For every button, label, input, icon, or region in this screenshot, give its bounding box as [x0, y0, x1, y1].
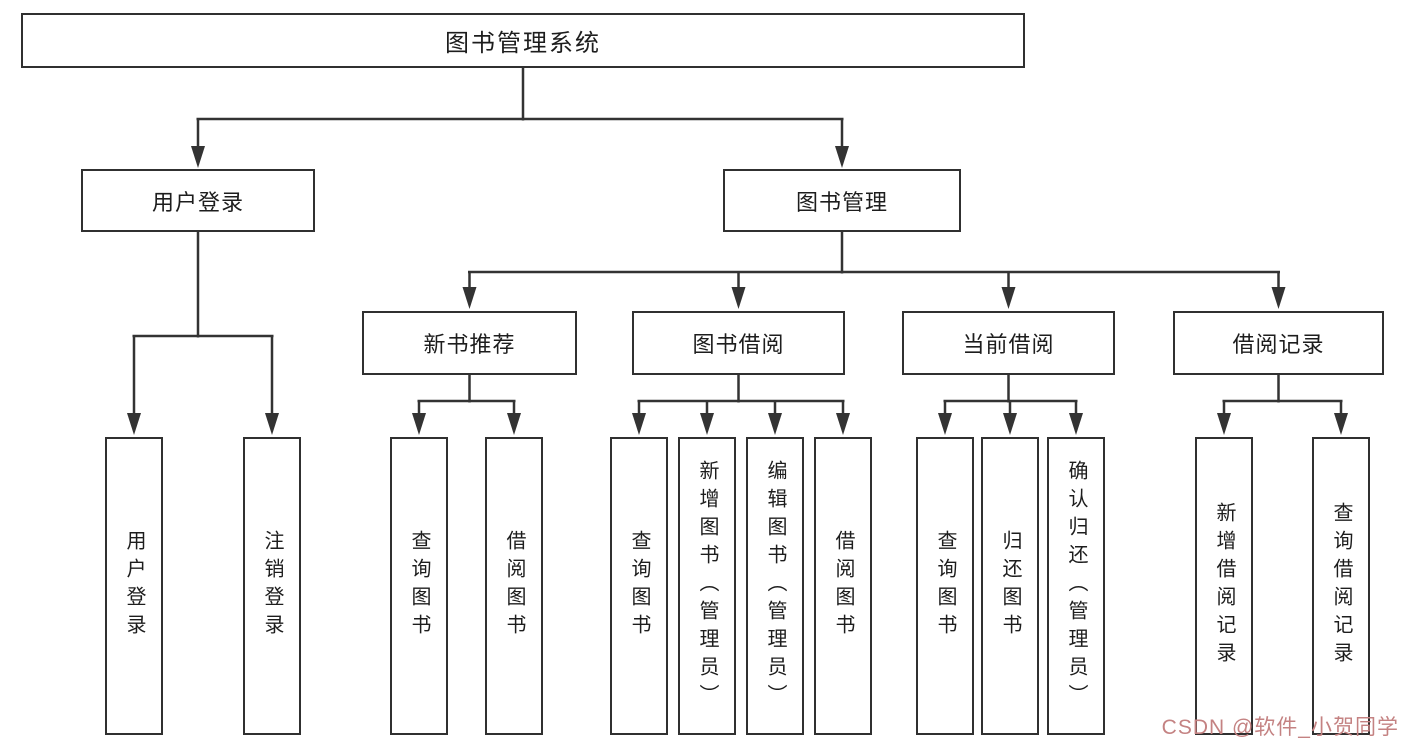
leaf-query-books-recommend: 查询图书 — [390, 437, 448, 735]
node-book-management: 图书管理 — [723, 169, 961, 232]
leaf-query-books-borrow: 查询图书 — [610, 437, 668, 735]
leaf-query-borrow-record: 查询借阅记录 — [1312, 437, 1370, 735]
leaf-logout: 注销登录 — [243, 437, 301, 735]
node-new-book-recommend: 新书推荐 — [362, 311, 577, 375]
leaf-add-borrow-record: 新增借阅记录 — [1195, 437, 1253, 735]
csdn-watermark: CSDN @软件_小贺同学 — [1161, 716, 1399, 739]
node-current-borrow: 当前借阅 — [902, 311, 1115, 375]
node-root-system: 图书管理系统 — [21, 13, 1025, 68]
leaf-return-books: 归还图书 — [981, 437, 1039, 735]
leaf-add-books-admin: 新增图书（管理员） — [678, 437, 736, 735]
leaf-borrow-books-recommend: 借阅图书 — [485, 437, 543, 735]
leaf-user-login: 用户登录 — [105, 437, 163, 735]
node-borrow-records: 借阅记录 — [1173, 311, 1384, 375]
node-user-login: 用户登录 — [81, 169, 315, 232]
node-book-borrow: 图书借阅 — [632, 311, 845, 375]
leaf-query-books-current: 查询图书 — [916, 437, 974, 735]
leaf-confirm-return-admin: 确认归还（管理员） — [1047, 437, 1105, 735]
leaf-borrow-books: 借阅图书 — [814, 437, 872, 735]
leaf-edit-books-admin: 编辑图书（管理员） — [746, 437, 804, 735]
